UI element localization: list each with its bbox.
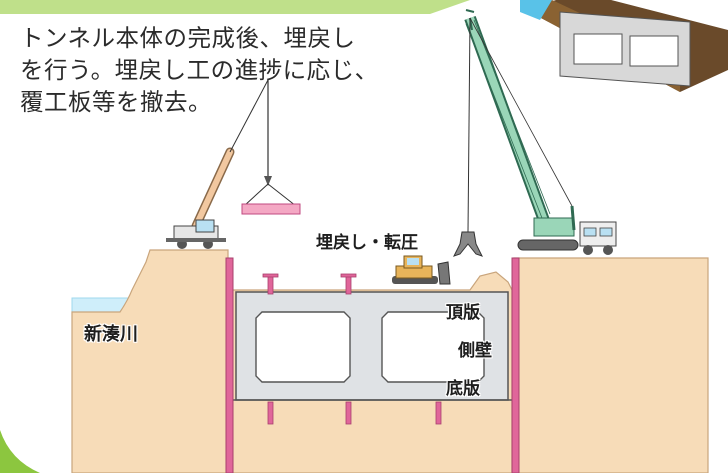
retaining-wall-right (511, 257, 520, 473)
caption-line-2: を行う。埋戻し工の進捗に応じ、 (20, 56, 379, 84)
caption-line-3: 覆工板等を撤去。 (20, 88, 212, 116)
label-top-slab: 頂版 (446, 303, 480, 323)
crawler-crane-icon (464, 9, 579, 251)
hook-icon (264, 176, 272, 186)
right-ground (513, 257, 709, 473)
mobile-crane-icon (166, 79, 269, 249)
caption-line-1: トンネル本体の完成後、埋戻し (20, 24, 356, 52)
label-river: 新湊川 (84, 324, 138, 345)
label-backfill: 埋戻し・転圧 (316, 233, 418, 253)
green-corner (0, 430, 40, 473)
green-accent-band (0, 0, 470, 14)
clamshell-grab-icon (453, 231, 483, 257)
label-side-wall: 側壁 (458, 341, 492, 361)
suspended-plate (241, 203, 301, 215)
retaining-wall-left (225, 257, 234, 473)
label-bottom-slab: 底版 (446, 379, 480, 399)
left-ground (71, 249, 229, 473)
truck-icon (579, 221, 617, 255)
bulldozer-icon (392, 255, 451, 285)
sling (243, 183, 297, 207)
culvert-cell-right (381, 311, 485, 383)
culvert-cell-left (255, 311, 351, 383)
caption-text: トンネル本体の完成後、埋戻し を行う。埋戻し工の進捗に応じ、 覆工板等を撤去。 (20, 22, 440, 118)
interior-posts (262, 273, 442, 425)
box-culvert-3d-icon (520, 0, 728, 92)
